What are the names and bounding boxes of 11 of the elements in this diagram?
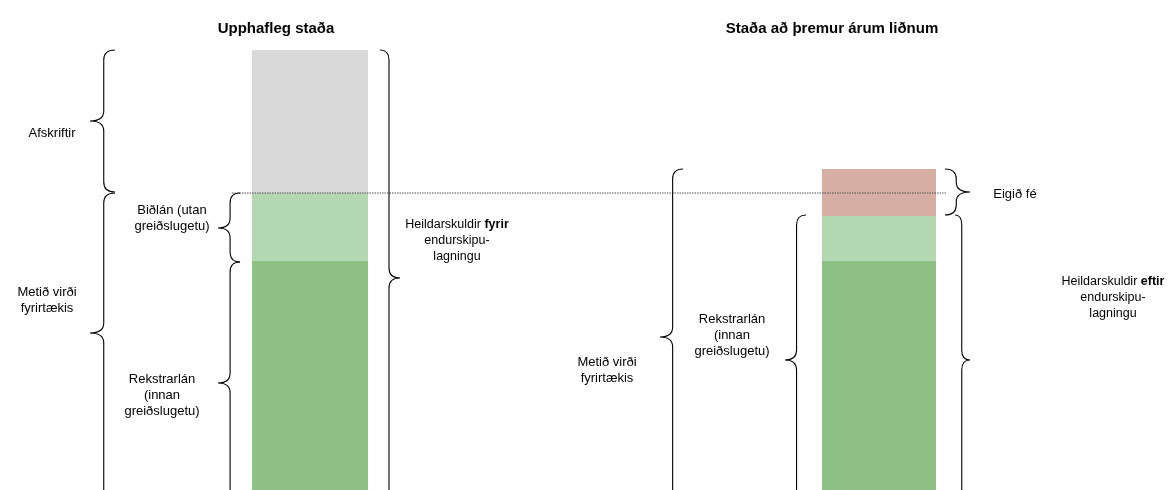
total-label: Heildarskuldir eftir endurskipu-lagningu xyxy=(1061,273,1165,321)
segment-label: Afskriftir xyxy=(27,125,77,141)
value-label: Metið virði fyrirtækis xyxy=(576,354,638,386)
segment-label: Biðlán (utan greiðslugetu) xyxy=(133,202,211,234)
segment-label: Rekstrarlán (innan greiðslugetu) xyxy=(123,371,201,419)
heading: Staða að þremur árum liðnum xyxy=(725,20,939,36)
segment-label: Eigið fé xyxy=(992,186,1038,202)
heading: Upphafleg staða xyxy=(217,20,335,36)
total-label: Heildarskuldir fyrir endurskipu-lagningu xyxy=(405,216,509,264)
segment-label: Rekstrarlán (innan greiðslugetu) xyxy=(693,311,771,359)
value-label: Metið virði fyrirtækis xyxy=(16,284,78,316)
